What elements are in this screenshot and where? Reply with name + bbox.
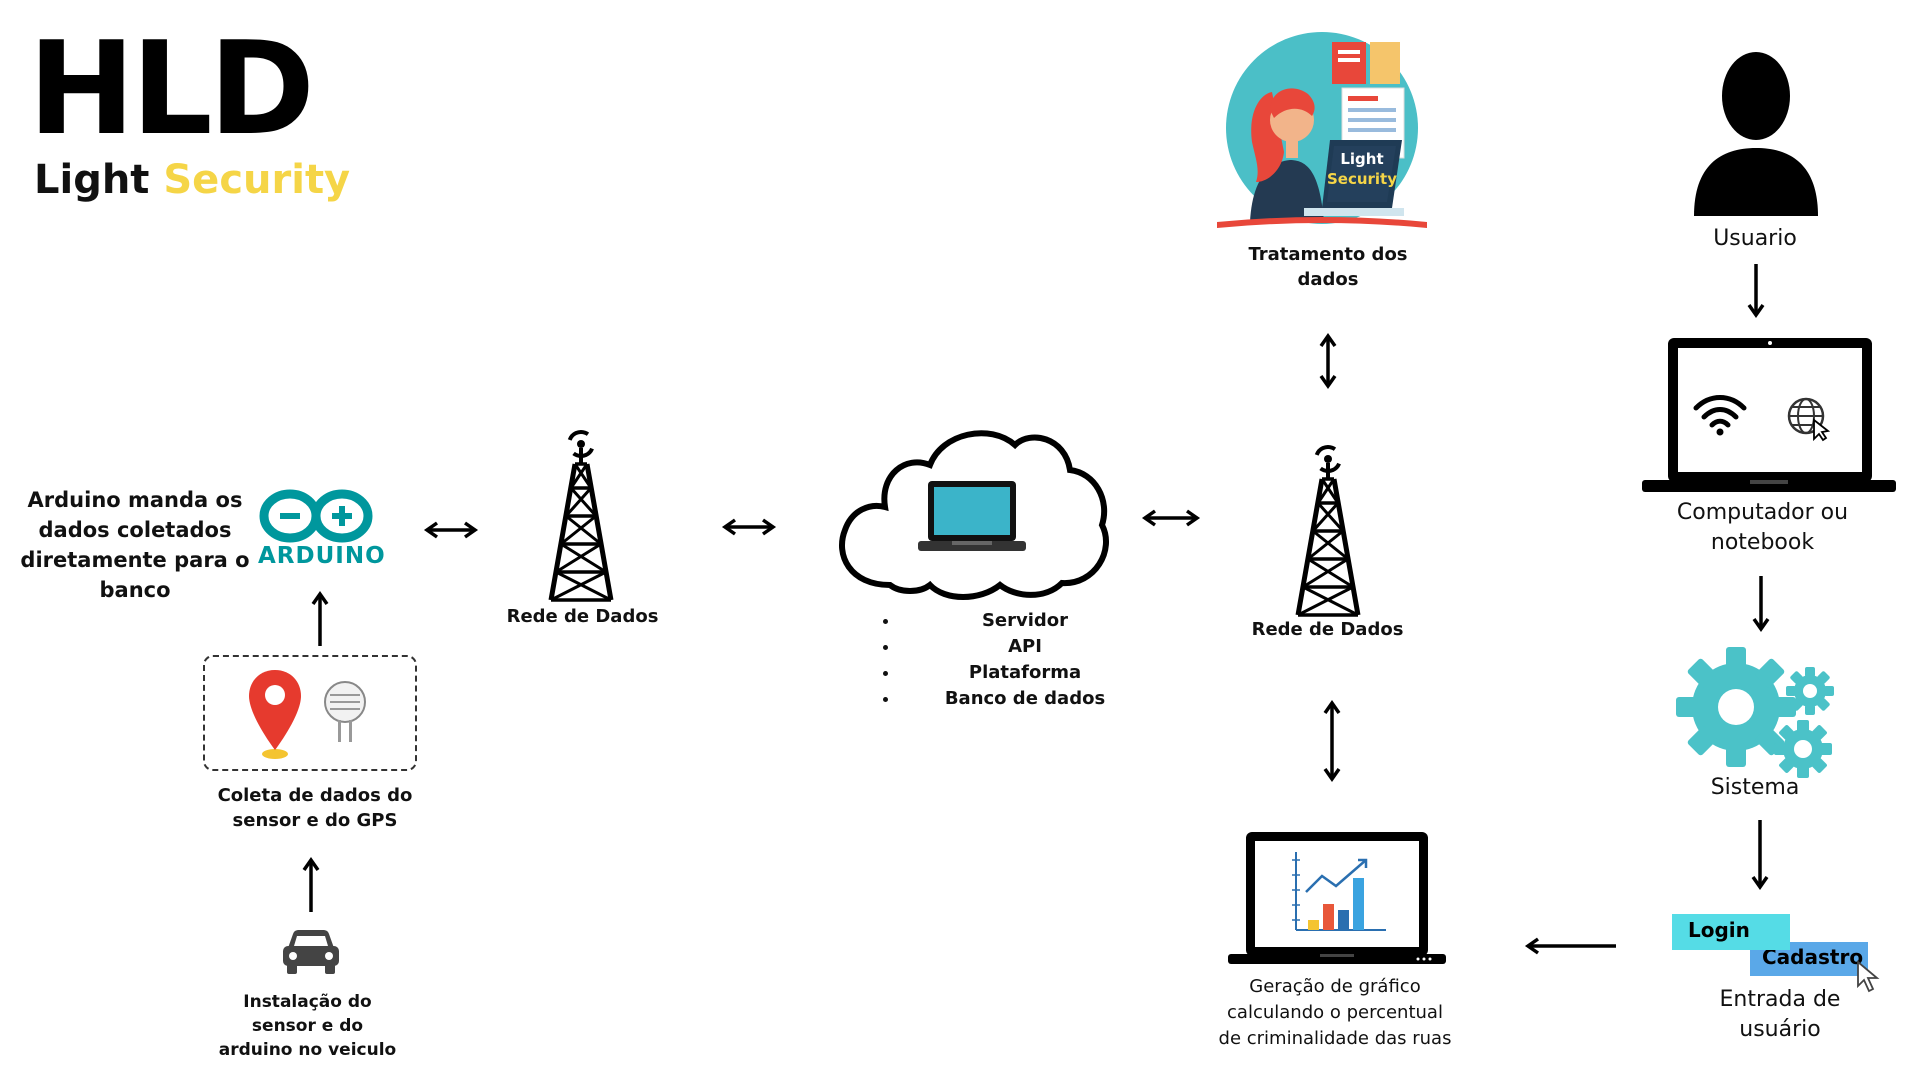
globe-cursor-icon [1787, 397, 1831, 442]
arduino-logo [259, 489, 373, 543]
entrada-label: Entrada de usuário [1719, 987, 1841, 1042]
cursor-icon [1857, 960, 1880, 993]
laptop-icon [1642, 338, 1896, 492]
sensor-gps-box [203, 655, 417, 771]
arrow-car-to-coleta [302, 856, 320, 912]
arrow-tower2-chart [1323, 699, 1341, 783]
grafico-label: Geração de gráfico calculando o percentu… [1218, 976, 1452, 1049]
gps-pin-icon [249, 670, 301, 759]
arrow-usuario-computador [1747, 264, 1765, 319]
wifi-icon [1693, 395, 1747, 436]
sensor-icon [324, 681, 366, 742]
arrow-coleta-to-arduino [311, 590, 329, 646]
server-item-plataforma: Plataforma [900, 660, 1150, 686]
rede2-label: Rede de Dados [1251, 619, 1404, 640]
arrow-login-grafico [1524, 937, 1616, 955]
server-item-servidor: Servidor [900, 608, 1150, 634]
subtitle-light: Light [34, 157, 150, 203]
tower-icon [548, 430, 614, 602]
arrow-tratamento-tower2 [1319, 332, 1337, 390]
arrow-cloud-tower2 [1141, 509, 1201, 527]
page-subtitle: Light Security [34, 156, 350, 204]
tratamento-screen-security: Security [1327, 170, 1397, 188]
server-list: Servidor API Plataforma Banco de dados [880, 608, 1150, 712]
arrow-sistema-login [1751, 820, 1769, 891]
arduino-logo-text: ARDUINO [258, 543, 386, 569]
sistema-label: Sistema [1710, 775, 1800, 800]
tower-icon [1295, 445, 1361, 617]
arduino-description: Arduino manda os dados coletados diretam… [20, 488, 250, 602]
server-item-api: API [900, 634, 1150, 660]
tratamento-label: Tratamento dos dados [1248, 244, 1408, 290]
arrow-computador-sistema [1752, 576, 1770, 633]
login-label: Login [1688, 918, 1750, 942]
page-title: HLD [28, 15, 315, 164]
tratamento-screen-light: Light [1340, 150, 1383, 168]
server-item-banco: Banco de dados [900, 686, 1150, 712]
woman-laptop-illustration: Light Security [1217, 32, 1427, 228]
rede1-label: Rede de Dados [506, 606, 659, 627]
coleta-label: Coleta de dados do sensor e do GPS [217, 785, 413, 831]
subtitle-security: Security [163, 157, 351, 203]
instalacao-label: Instalação do sensor e do arduino no vei… [218, 992, 397, 1060]
arrow-tower1-cloud [721, 518, 777, 536]
cloud-laptop-icon [839, 430, 1109, 600]
user-silhouette-icon [1694, 52, 1818, 216]
chart-laptop-icon [1228, 832, 1446, 964]
usuario-label: Usuario [1713, 226, 1797, 251]
car-icon [283, 930, 339, 974]
arrow-arduino-tower1 [423, 521, 479, 539]
gears-icon [1676, 647, 1834, 778]
login-button[interactable]: Login [1672, 914, 1790, 950]
computador-label: Computador ou notebook [1676, 500, 1849, 555]
